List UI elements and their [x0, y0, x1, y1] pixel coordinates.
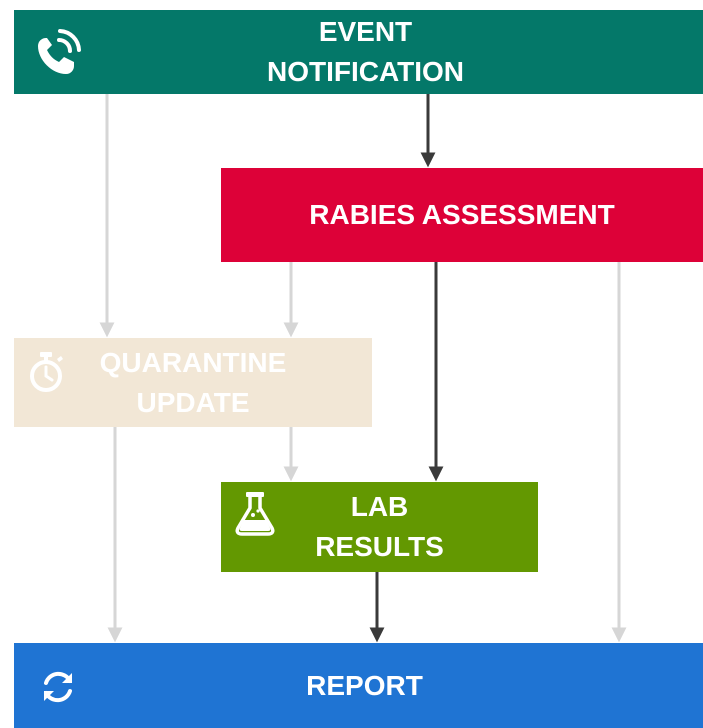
report-node[interactable]: REPORT	[14, 643, 703, 728]
lab-results-label: LAB RESULTS	[315, 487, 444, 567]
event-notification-line2: NOTIFICATION	[266, 56, 464, 87]
refresh-icon	[44, 671, 72, 703]
lab-results-node[interactable]: LAB RESULTS	[221, 482, 538, 572]
event-notification-line1: EVENT	[318, 16, 413, 47]
lab-results-line1: LAB	[350, 491, 409, 522]
quarantine-update-label: QUARANTINE UPDATE	[100, 343, 287, 423]
rabies-assessment-label: RABIES ASSESSMENT	[309, 199, 615, 230]
stopwatch-icon	[30, 352, 63, 392]
flask-icon	[235, 492, 275, 536]
quarantine-update-line2: UPDATE	[136, 386, 250, 418]
event-notification-label: EVENT NOTIFICATION	[253, 12, 464, 92]
lab-results-line2: RESULTS	[315, 531, 444, 562]
event-notification-node[interactable]: EVENT NOTIFICATION	[14, 10, 703, 94]
quarantine-update-line1: QUARANTINE	[99, 346, 287, 378]
phone-icon	[38, 29, 81, 74]
report-label: REPORT	[306, 669, 423, 701]
quarantine-update-node[interactable]: QUARANTINE UPDATE	[14, 338, 372, 427]
rabies-assessment-node[interactable]: RABIES ASSESSMENT	[221, 168, 703, 262]
